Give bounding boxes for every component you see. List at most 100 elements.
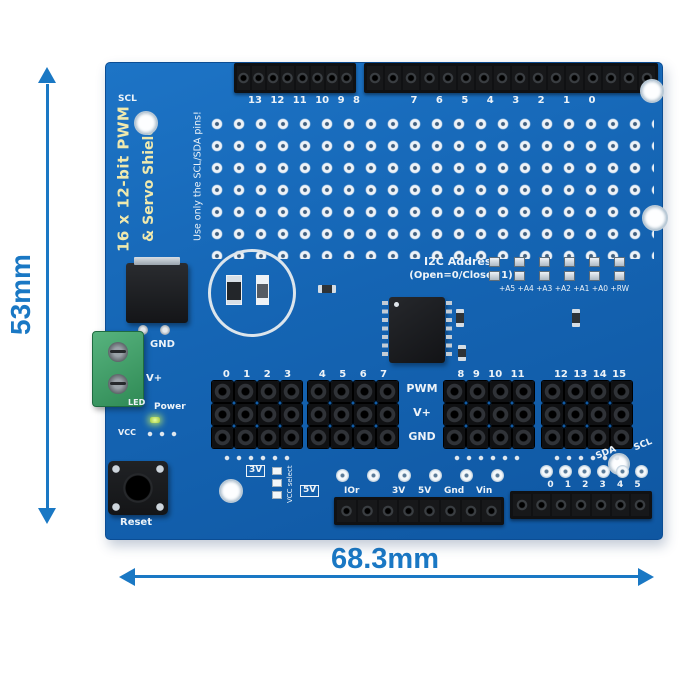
width-dimension-label: 68.3mm (330, 543, 439, 575)
terminal-screw (108, 374, 128, 394)
pin (513, 427, 534, 448)
label-vcc-select-5v: 5V (300, 485, 320, 497)
vcc-select-pad (272, 491, 282, 499)
pin (542, 381, 563, 402)
pin (588, 427, 609, 448)
pin (308, 427, 329, 448)
pin-hole (597, 465, 610, 478)
power-screw-terminal (92, 331, 144, 407)
pin (475, 66, 492, 90)
label-scl-top: SCL (118, 94, 137, 104)
pin (308, 404, 329, 425)
pin (235, 404, 256, 425)
solder-pads (451, 455, 521, 461)
label-digital-left: 13 12 11 10 9 8 (248, 95, 360, 106)
pin (377, 381, 398, 402)
vcc-select-pad (272, 479, 282, 487)
width-arrow-left-icon (119, 568, 135, 586)
pin (513, 381, 534, 402)
pin (258, 427, 279, 448)
mounting-hole (219, 479, 243, 503)
pin (631, 494, 649, 516)
pin (310, 66, 324, 90)
label-terminal-vplus: V+ (146, 373, 163, 384)
label-3v: 3V (392, 486, 406, 496)
pin (467, 427, 488, 448)
solder-pads (144, 431, 180, 437)
pin (367, 66, 384, 90)
pin (325, 66, 339, 90)
servo-header-block-3 (444, 381, 534, 448)
pin (512, 66, 529, 90)
height-arrow-top-icon (38, 67, 56, 83)
mounting-hole (134, 111, 158, 135)
pin (212, 427, 233, 448)
pin (440, 500, 460, 522)
pcb-board: 16 x 12-bit PWM & Servo Shield Use only … (92, 62, 668, 540)
vcc-select-pad (272, 467, 282, 475)
pin (385, 66, 402, 90)
pin (542, 427, 563, 448)
label-i2c-address: I2C Address (424, 255, 498, 268)
pin (565, 381, 586, 402)
servo-header-block-2 (308, 381, 398, 448)
pin (611, 494, 630, 516)
pin (591, 494, 610, 516)
label-vin: Vin (476, 486, 493, 496)
pin (337, 500, 356, 522)
jumper-pad (614, 257, 625, 281)
pin (212, 381, 233, 402)
pin (493, 66, 510, 90)
pin (444, 404, 465, 425)
label-i2c-open-close: (Open=0/Close=1) (409, 270, 513, 281)
pin (530, 66, 547, 90)
pin (212, 404, 233, 425)
reset-button (108, 461, 168, 515)
height-dimension-line (46, 84, 49, 508)
pin (296, 66, 309, 90)
pin (588, 381, 609, 402)
label-5v: 5V (418, 486, 432, 496)
label-gnd-bottom: Gnd (444, 486, 465, 496)
label-power: Power (154, 402, 186, 412)
pin (235, 427, 256, 448)
label-vcc-select: VCC select (286, 465, 295, 503)
terminal-screw (108, 342, 128, 362)
pin-hole (460, 469, 473, 482)
pin-hole (367, 469, 380, 482)
pin (258, 404, 279, 425)
jumper-pad (589, 257, 600, 281)
height-arrow-bottom-icon (38, 508, 56, 524)
pin (354, 404, 375, 425)
pin (237, 66, 250, 90)
analog-header (510, 491, 652, 519)
label-servo-12-15: 12 13 14 15 (553, 369, 627, 380)
label-reset: Reset (120, 517, 152, 528)
label-address-jumpers: +A5 +A4 +A3 +A2 +A1 +A0 +RW (498, 284, 630, 293)
pin (467, 381, 488, 402)
pin (461, 500, 481, 522)
pin (611, 427, 632, 448)
address-jumper-pads (489, 257, 625, 281)
pin-hole (336, 469, 349, 482)
pin (548, 66, 565, 90)
pin (331, 404, 352, 425)
label-vcc: VCC (118, 428, 136, 437)
pin (281, 381, 302, 402)
resistor (456, 309, 464, 327)
pin (490, 404, 511, 425)
pin (457, 66, 474, 90)
board-note: Use only the SCL/SDA pins! (192, 111, 204, 241)
pin (399, 500, 418, 522)
pin (439, 66, 456, 90)
pwm-driver-chip (382, 297, 452, 363)
silk-circle-marking (208, 249, 296, 337)
jumper-pad (489, 257, 500, 281)
pin (281, 404, 302, 425)
pin (354, 427, 375, 448)
pin (588, 404, 609, 425)
pin (620, 66, 637, 90)
label-servo-8-11: 8 9 10 11 (457, 369, 525, 380)
label-row-gnd: GND (408, 430, 436, 443)
power-header-holes (336, 469, 504, 482)
